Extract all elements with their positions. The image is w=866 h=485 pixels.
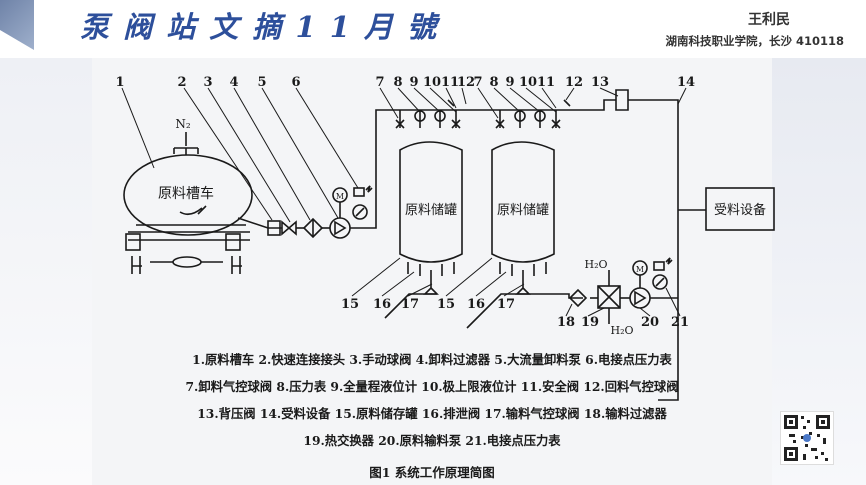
callout-11b: 11	[537, 75, 555, 90]
receiving-equipment: 受料设备	[705, 187, 775, 231]
figure-panel	[92, 58, 772, 485]
callout-leaders	[121, 87, 687, 317]
callout-16b: 16	[467, 297, 485, 312]
callout-19: 19	[581, 315, 599, 330]
callout-20: 20	[641, 315, 659, 330]
callout-9a: 9	[409, 75, 418, 90]
author-affiliation: 湖南科技职业学院，长沙 410118	[665, 34, 844, 48]
callout-11a: 11	[441, 75, 459, 90]
callout-18: 18	[557, 315, 575, 330]
callout-numbers: 1 2 3 4 5 6 7 8 9 10 11 12 7 8 9 10 11 1…	[115, 75, 695, 330]
callout-7b: 7	[473, 75, 482, 90]
tank-1-label: 原料储罐	[405, 203, 457, 218]
legend-line-1: 1.原料槽车 2.快速连接接头 3.手动球阀 4.卸料过滤器 5.大流量卸料泵 …	[192, 352, 672, 367]
callout-5: 5	[257, 75, 266, 90]
callout-17b: 17	[497, 297, 515, 312]
callout-16a: 16	[373, 297, 391, 312]
legend-line-2: 7.卸料气控球阀 8.压力表 9.全量程液位计 10.极上限液位计 11.安全阀…	[185, 379, 679, 394]
tanker-truck: 原料槽车 N₂	[123, 117, 253, 274]
figure-caption: 图1 系统工作原理简图	[369, 465, 495, 480]
nitrogen-label: N₂	[175, 117, 191, 131]
author-name: 王利民	[748, 12, 790, 28]
callout-6: 6	[291, 75, 300, 90]
svg-text:M: M	[636, 265, 644, 274]
left-background	[0, 58, 92, 485]
callout-4: 4	[229, 75, 238, 90]
callout-8b: 8	[489, 75, 498, 90]
callout-14: 14	[677, 75, 695, 90]
legend-line-4: 19.热交换器 20.原料输料泵 21.电接点压力表	[303, 433, 561, 448]
legend-line-3: 13.背压阀 14.受料设备 15.原料储存罐 16.排泄阀 17.输料气控球阀…	[197, 406, 667, 421]
journal-brand: 泵 阀 站 文 摘 1 1 月 號	[80, 10, 439, 44]
storage-tank-2: 原料储罐	[491, 141, 555, 295]
svg-text:M: M	[336, 192, 344, 201]
callout-10b: 10	[519, 75, 537, 90]
callout-8a: 8	[393, 75, 402, 90]
water-in-label: H₂O	[584, 258, 607, 271]
discharge-line: M H₂O H₂O	[384, 257, 678, 337]
callout-3: 3	[203, 75, 212, 90]
storage-tank-1: 原料储罐	[399, 141, 463, 295]
callout-15b: 15	[437, 297, 455, 312]
unloading-line: M	[237, 109, 394, 239]
callout-9b: 9	[505, 75, 514, 90]
callout-15a: 15	[341, 297, 359, 312]
callout-13: 13	[591, 75, 609, 90]
callout-12b: 12	[565, 75, 583, 90]
receiver-label: 受料设备	[714, 202, 766, 218]
tank-2-label: 原料储罐	[497, 203, 549, 218]
top-fittings	[394, 89, 706, 401]
water-out-label: H₂O	[610, 324, 633, 337]
callout-12a: 12	[457, 75, 475, 90]
callout-21: 21	[671, 315, 689, 330]
callout-2: 2	[177, 75, 186, 90]
callout-1: 1	[115, 75, 124, 90]
callout-17a: 17	[401, 297, 419, 312]
qr-code-icon[interactable]	[780, 411, 834, 465]
callout-7a: 7	[375, 75, 384, 90]
tanker-label: 原料槽车	[158, 185, 214, 202]
callout-10a: 10	[423, 75, 441, 90]
